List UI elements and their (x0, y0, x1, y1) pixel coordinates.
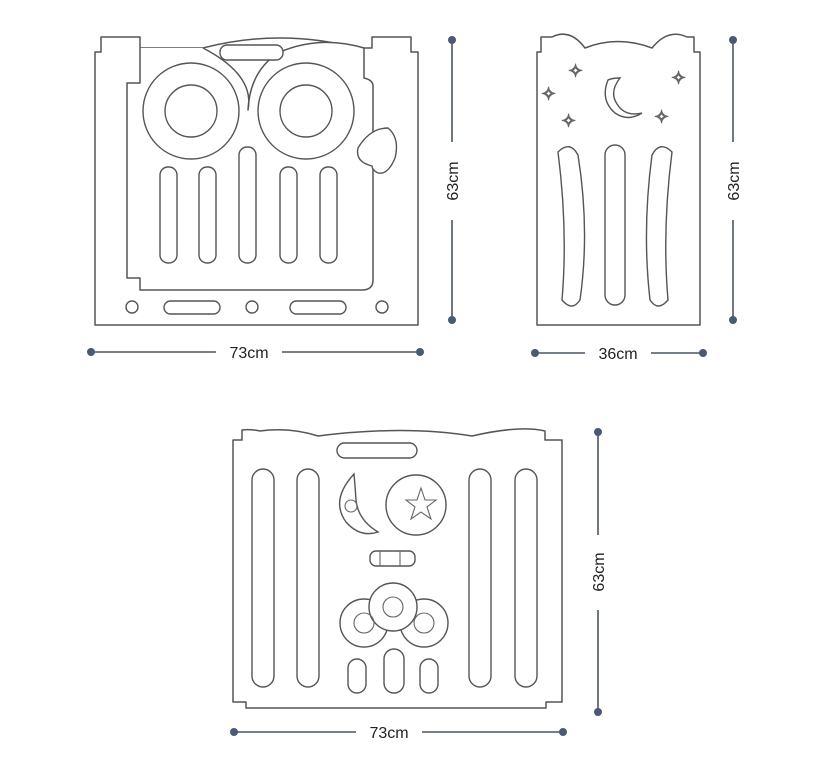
star-icon: ✧ (568, 61, 583, 82)
star-icon: ✧ (671, 68, 686, 89)
star-icon: ✧ (654, 107, 669, 128)
height-label: 63cm (591, 552, 608, 591)
height-label: 63cm (445, 161, 462, 200)
star-icon: ✧ (541, 84, 556, 105)
width-label: 73cm (229, 345, 268, 362)
width-label: 36cm (598, 346, 637, 363)
owl-panel: 63cm 73cm (87, 36, 462, 362)
moon-panel: ✧ ✧ ✧ ✧ ✧ 63cm 36cm (531, 33, 743, 363)
activity-panel: 63cm 73cm (230, 428, 608, 742)
dimension-dot (448, 36, 456, 44)
star-icon: ✧ (561, 111, 576, 132)
dimension-dot (87, 348, 95, 356)
height-label: 63cm (726, 161, 743, 200)
dimension-dot (448, 316, 456, 324)
width-label: 73cm (369, 725, 408, 742)
dimension-dot (416, 348, 424, 356)
